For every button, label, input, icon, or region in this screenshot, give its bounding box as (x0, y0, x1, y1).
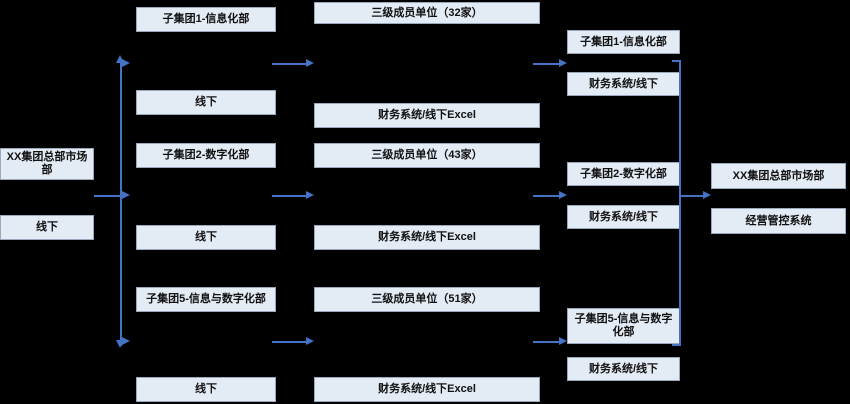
collector-to-target-line (679, 195, 707, 197)
distribution-bus-line (120, 62, 122, 346)
bus-to-subgroup-3-arrowhead (122, 337, 130, 345)
members-3-to-return-3-line (533, 341, 561, 343)
bus-to-subgroup-2-arrowhead (122, 191, 130, 199)
subgroup-3-channel-box: 线下 (136, 377, 276, 402)
collector-top-stub-line (672, 60, 681, 62)
subgroup-return-1-channel-box: 财务系统/线下 (567, 72, 680, 96)
members-3-org-box: 三级成员单位（51家） (314, 287, 540, 312)
subgroup-1-to-members-1-line (272, 63, 308, 65)
bus-to-subgroup-1-arrowhead (122, 59, 130, 67)
subgroup-3-org-box: 子集团5-信息与数字化部 (136, 287, 276, 312)
subgroup-return-3-org-box: 子集团5-信息与数字化部 (567, 308, 680, 344)
subgroup-2-to-members-2-arrowhead (306, 191, 314, 199)
subgroup-1-to-members-1-arrowhead (306, 59, 314, 67)
members-1-to-return-1-arrowhead (559, 59, 567, 67)
source-channel-box: 线下 (0, 215, 94, 240)
collector-to-target-arrowhead (703, 191, 711, 199)
members-3-channel-box: 财务系统/线下Excel (314, 377, 540, 402)
members-1-to-return-1-line (533, 63, 561, 65)
subgroup-return-1-org-box: 子集团1-信息化部 (567, 30, 680, 54)
members-1-channel-box: 财务系统/线下Excel (314, 103, 540, 128)
bus-top-arrowhead (116, 55, 124, 63)
members-3-to-return-3-arrowhead (559, 337, 567, 345)
members-2-org-box: 三级成员单位（43家） (314, 143, 540, 168)
source-to-bus-line (94, 195, 122, 197)
target-org-box: XX集团总部市场部 (711, 163, 846, 189)
members-2-channel-box: 财务系统/线下Excel (314, 225, 540, 250)
subgroup-2-channel-box: 线下 (136, 225, 276, 250)
source-org-box: XX集团总部市场部 (0, 148, 94, 180)
collector-bus-line (679, 60, 681, 346)
subgroup-3-to-members-3-line (272, 341, 308, 343)
target-channel-box: 经营管控系统 (711, 208, 846, 234)
subgroup-2-to-members-2-line (272, 195, 308, 197)
members-2-to-return-2-arrowhead (559, 191, 567, 199)
subgroup-1-org-box: 子集团1-信息化部 (136, 7, 276, 32)
subgroup-return-3-channel-box: 财务系统/线下 (567, 357, 680, 381)
subgroup-2-org-box: 子集团2-数字化部 (136, 143, 276, 168)
subgroup-3-to-members-3-arrowhead (306, 337, 314, 345)
members-2-to-return-2-line (533, 195, 561, 197)
subgroup-return-2-channel-box: 财务系统/线下 (567, 205, 680, 229)
subgroup-return-2-org-box: 子集团2-数字化部 (567, 162, 680, 186)
bus-bottom-arrowhead (116, 340, 124, 348)
members-1-org-box: 三级成员单位（32家） (314, 2, 540, 24)
subgroup-1-channel-box: 线下 (136, 90, 276, 115)
collector-bottom-stub-line (672, 344, 681, 346)
